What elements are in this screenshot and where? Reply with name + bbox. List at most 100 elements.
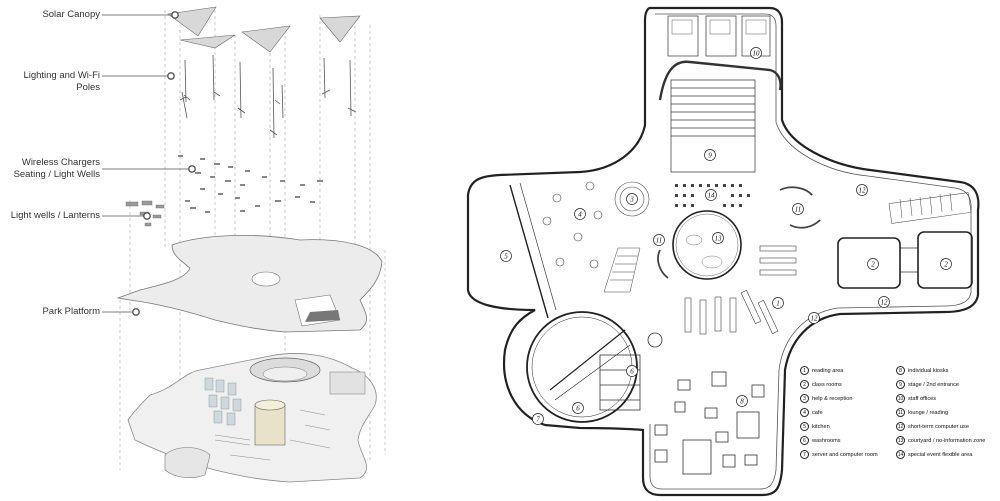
legend-label: help & reception	[812, 395, 853, 402]
legend-label: washrooms	[812, 437, 841, 444]
legend-number: 5	[800, 422, 809, 431]
legend-label: staff offices	[908, 395, 937, 402]
reading-desks	[684, 245, 797, 335]
zone-marker-label: 8	[740, 397, 744, 405]
zone-marker-circle	[574, 208, 586, 220]
zone-marker-circle	[940, 258, 952, 270]
legend-number: 13	[896, 436, 905, 445]
zone-marker-circle	[626, 193, 638, 205]
staff-offices	[658, 15, 782, 101]
ground-floor-massing	[127, 353, 377, 483]
legend-number: 3	[800, 394, 809, 403]
legend-label: cafe	[812, 409, 823, 416]
zone-marker-label: 2	[871, 260, 875, 268]
zone-marker-label: 12	[859, 186, 867, 194]
cafe-tables	[542, 181, 603, 269]
legend-number: 4	[800, 408, 809, 417]
reception-desk	[614, 181, 650, 217]
zone-marker: 4	[574, 208, 586, 220]
zone-marker-label: 11	[795, 205, 801, 213]
legend-number: 12	[896, 422, 905, 431]
zone-marker-circle	[808, 312, 820, 324]
zone-marker-circle	[532, 413, 544, 425]
zone-marker-circle	[500, 250, 512, 262]
zone-marker-label: 2	[944, 260, 948, 268]
legend-number: 11	[896, 408, 905, 417]
zone-marker-label: 7	[536, 415, 540, 423]
zone-marker: 2	[940, 258, 952, 270]
legend-label: class rooms	[812, 381, 842, 388]
zone-marker: 12	[878, 296, 890, 308]
legend-number: 10	[896, 394, 905, 403]
zone-marker-circle	[653, 234, 665, 246]
callout-light-wells: Light wells / Lanterns	[10, 210, 100, 221]
zone-marker: 13	[712, 232, 724, 244]
zone-marker-circle	[750, 47, 762, 59]
legend-number: 1	[800, 366, 809, 375]
legend-number: 7	[800, 450, 809, 459]
zone-marker: 14	[705, 189, 717, 201]
classrooms	[837, 231, 973, 289]
zone-marker: 1	[772, 297, 784, 309]
zone-marker: 9	[704, 149, 716, 161]
zone-marker: 5	[500, 250, 512, 262]
zone-marker-circle	[736, 395, 748, 407]
zone-marker-label: 6	[576, 404, 580, 412]
zone-marker: 6	[572, 402, 584, 414]
zone-marker: 11	[792, 203, 804, 215]
lounge-crescents	[657, 186, 821, 279]
kiosks	[654, 371, 765, 475]
zone-marker-circle	[626, 365, 638, 377]
legend-number: 6	[800, 436, 809, 445]
legend-number: 2	[800, 380, 809, 389]
solar-canopy-layer	[167, 6, 361, 53]
callout-leaders	[102, 11, 196, 316]
server-room	[526, 311, 638, 423]
callout-park-platform: Park Platform	[42, 306, 100, 317]
zone-marker-circle	[867, 258, 879, 270]
zone-marker-label: 12	[811, 314, 819, 322]
legend-label: lounge / reading	[908, 409, 949, 416]
zone-marker-circle	[856, 184, 868, 196]
kitchen-wall	[509, 182, 557, 319]
zone-marker: 12	[856, 184, 868, 196]
zone-marker-label: 11	[656, 236, 662, 244]
event-seating	[675, 184, 750, 207]
stage-steps	[670, 79, 756, 173]
zone-marker-label: 14	[708, 191, 716, 199]
legend-number: 9	[896, 380, 905, 389]
zone-marker: 8	[736, 395, 748, 407]
zone-marker: 11	[653, 234, 665, 246]
legend-label: individual kiosks	[908, 367, 949, 374]
zone-marker-circle	[772, 297, 784, 309]
legend-number: 8	[896, 366, 905, 375]
callout-wireless-chargers: Wireless Chargers Seating / Light Wells	[13, 157, 100, 180]
legend-label: kitchen	[812, 423, 830, 430]
zone-marker-circle	[705, 189, 717, 201]
callout-solar-canopy: Solar Canopy	[42, 9, 100, 20]
zone-marker-label: 10	[753, 49, 761, 57]
main-stair	[603, 247, 641, 293]
zone-marker-label: 5	[504, 252, 508, 260]
zone-marker: 12	[808, 312, 820, 324]
zone-marker-label: 6	[630, 367, 634, 375]
zone-marker-circle	[878, 296, 890, 308]
zone-marker: 2	[867, 258, 879, 270]
exploded-axonometric	[102, 6, 386, 483]
zone-marker-label: 4	[578, 210, 582, 218]
inner-wall	[649, 13, 972, 490]
legend-label: short-term computer use	[908, 423, 969, 430]
